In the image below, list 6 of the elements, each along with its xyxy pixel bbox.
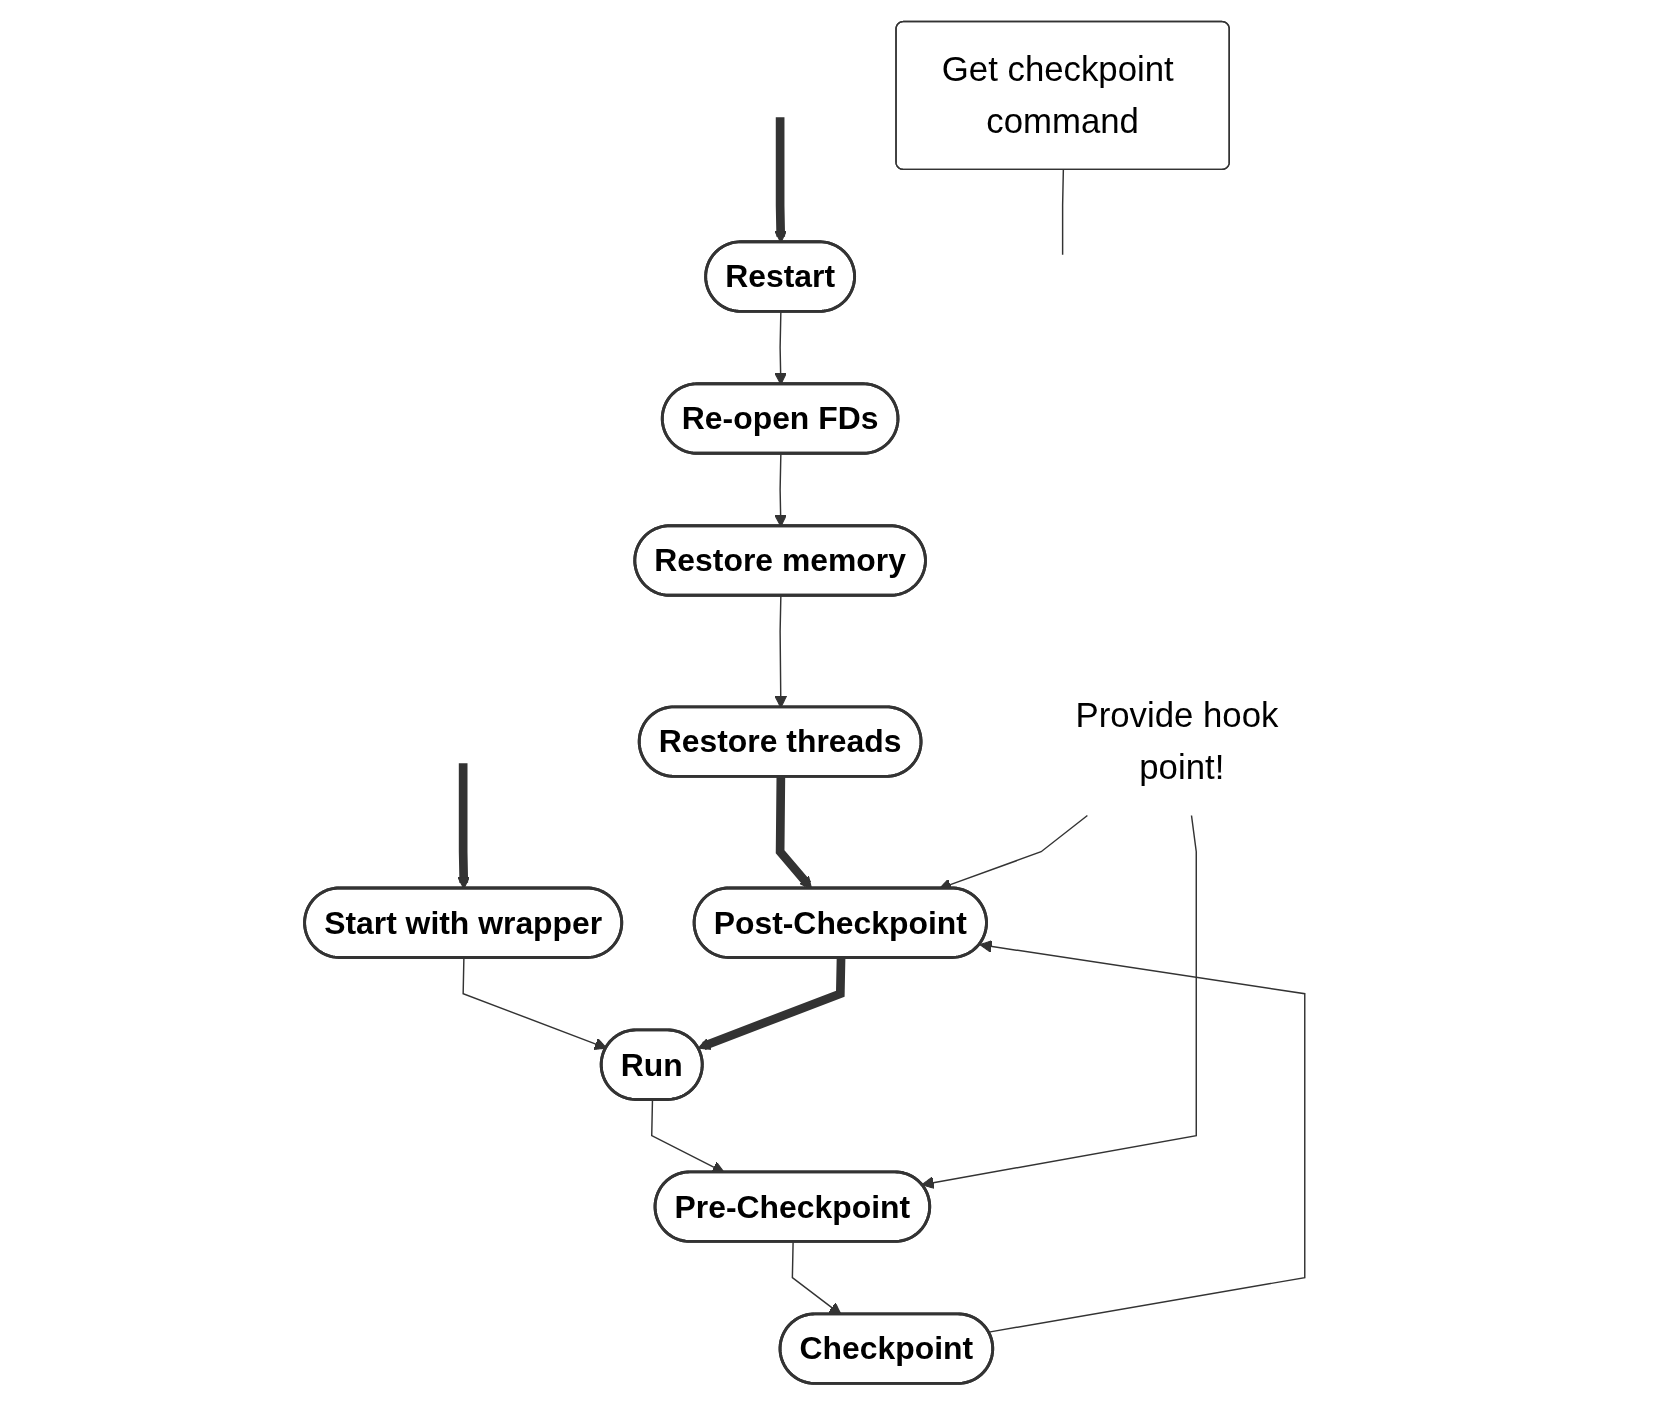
arrow	[462, 957, 607, 1050]
node-text: Provide hook point!	[1075, 695, 1279, 787]
arrow	[979, 940, 1306, 1333]
arrow	[697, 958, 845, 1051]
arrow	[921, 814, 1197, 1189]
connector	[1061, 169, 1064, 256]
